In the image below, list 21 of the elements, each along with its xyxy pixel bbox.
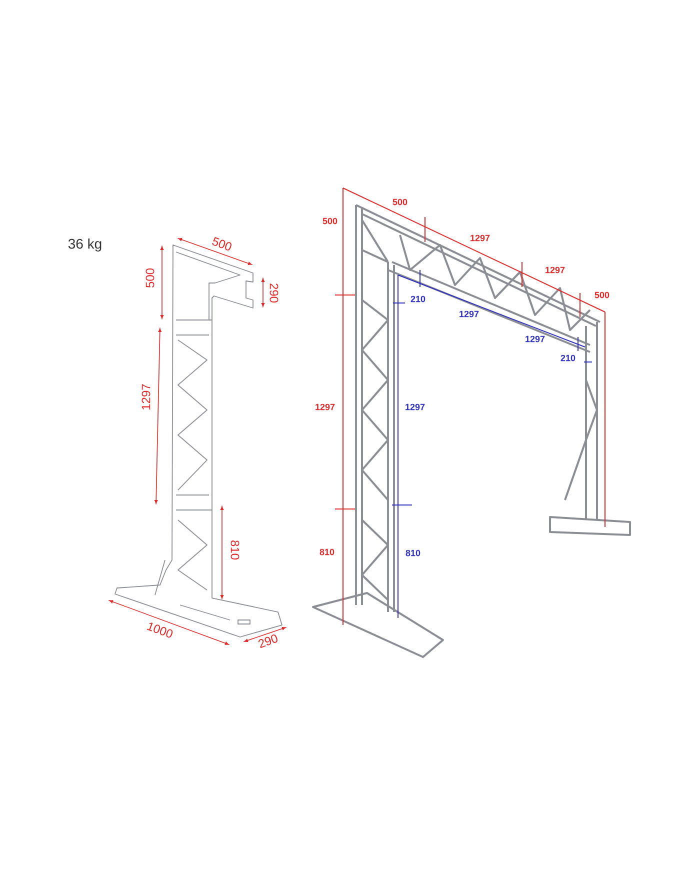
dimension-label: 500 (322, 218, 338, 224)
dimension-label: 810 (230, 540, 240, 560)
dimension-label: 290 (270, 284, 278, 303)
dimension-label: 290 (258, 634, 278, 648)
dimension-label: 1297 (470, 234, 490, 242)
dimension-label: 1297 (316, 404, 335, 410)
dimension-label: 500 (212, 237, 232, 250)
dimension-label: 1297 (460, 310, 479, 318)
weight-label: 36 kg (68, 238, 102, 252)
dimension-label: 1297 (546, 266, 565, 274)
dimension-label: 1000 (146, 622, 173, 638)
dimension-label: 810 (406, 550, 420, 556)
dimension-label: 210 (560, 354, 576, 362)
dimension-label: 500 (146, 268, 154, 288)
dimension-label: 1297 (406, 404, 425, 410)
dimension-label: 210 (410, 296, 426, 302)
dimension-label: 1297 (142, 384, 150, 410)
dimension-label: 1297 (526, 336, 545, 342)
dimension-label: 500 (594, 292, 610, 298)
dimension-label: 500 (392, 198, 408, 206)
dimension-label: 810 (320, 548, 334, 556)
